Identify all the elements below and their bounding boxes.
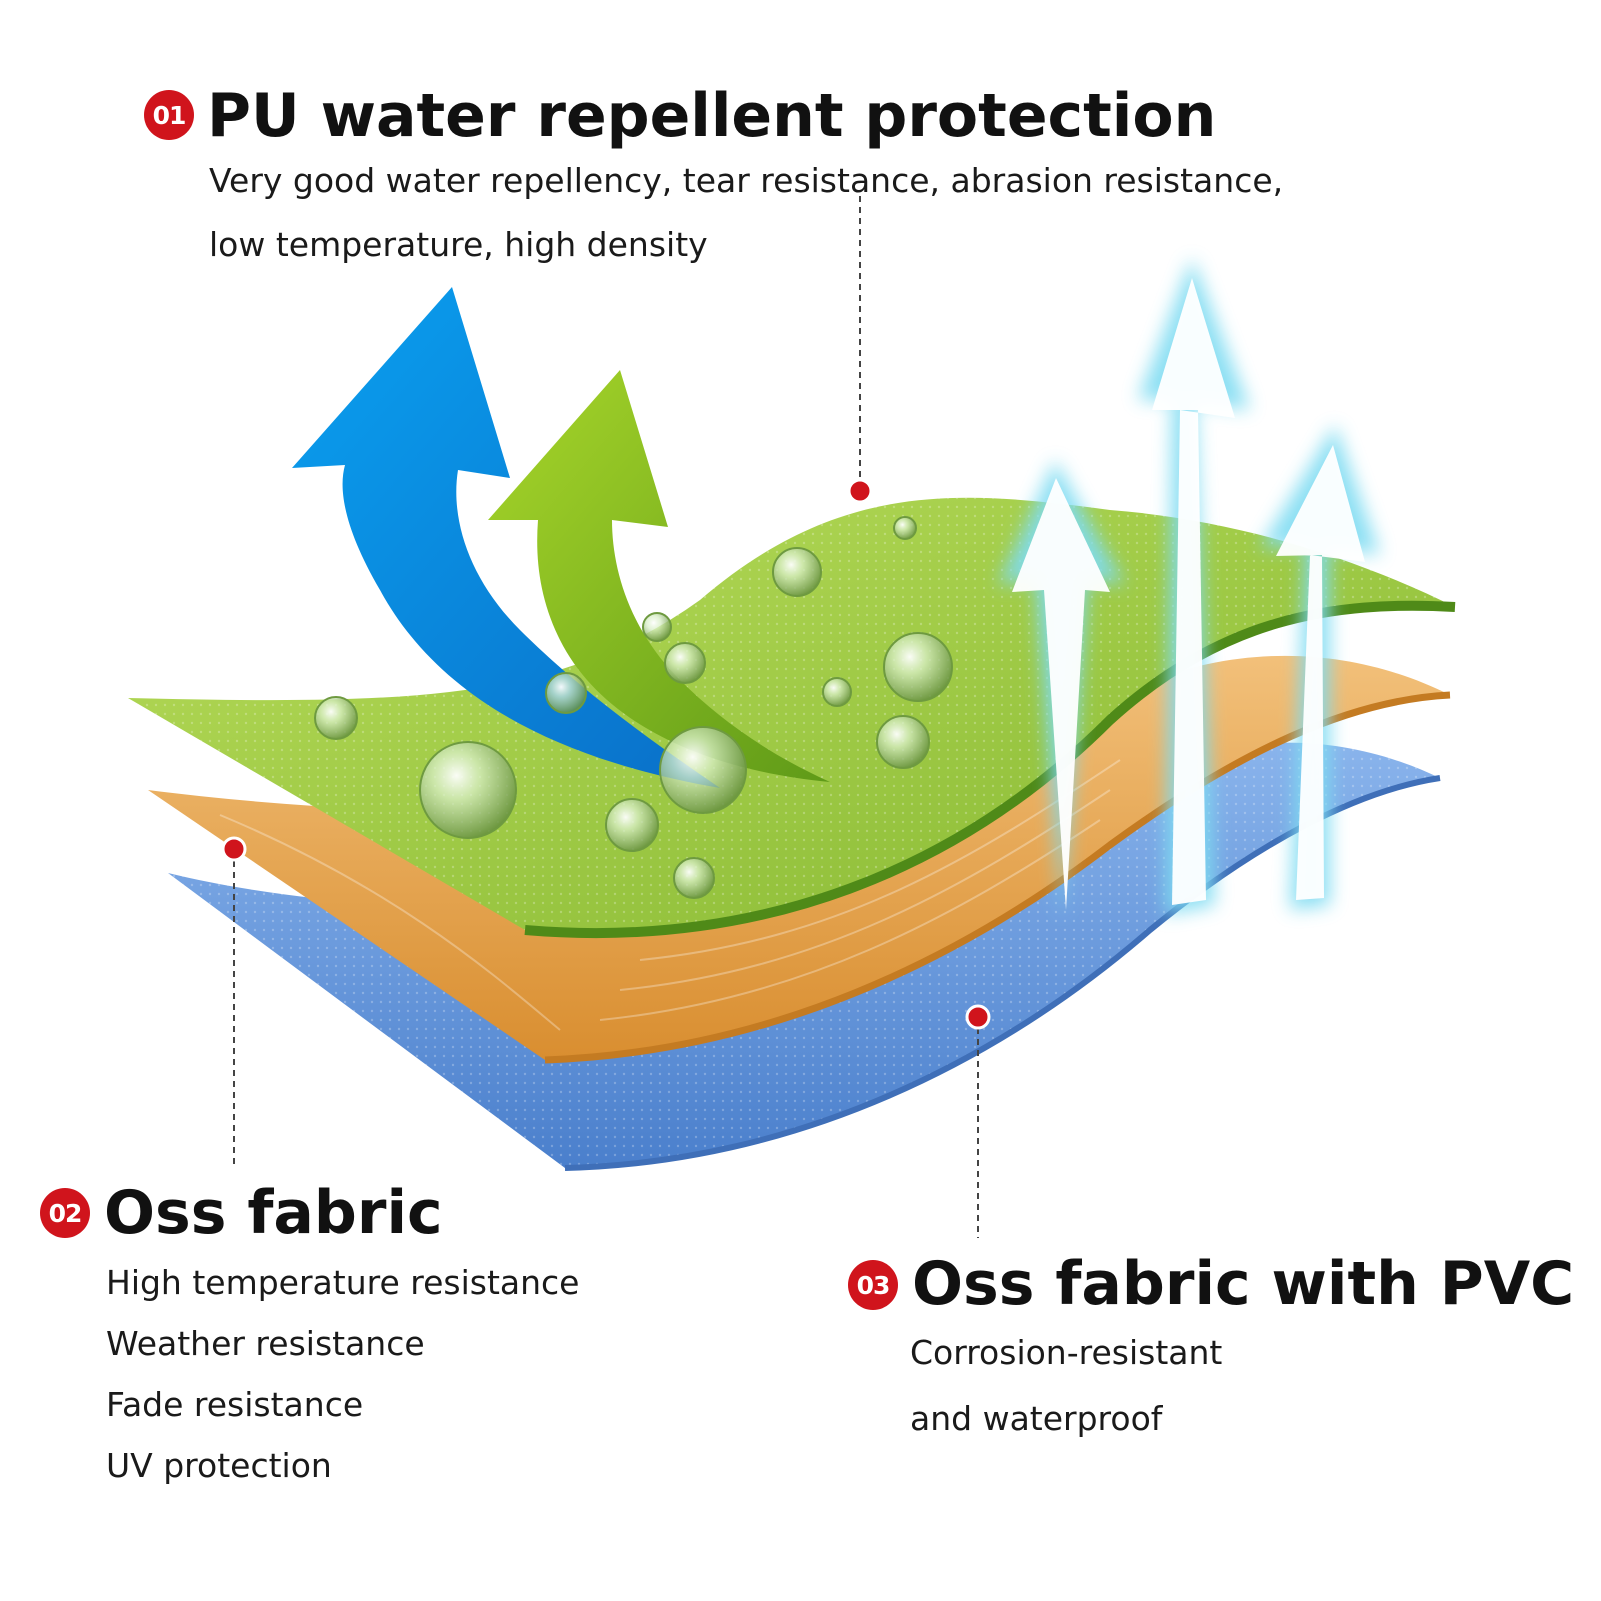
- leader-lines: [233, 196, 979, 1238]
- feature-description-line: Corrosion-resistant: [910, 1333, 1223, 1372]
- feature-description: Corrosion-resistant and waterproof: [910, 1320, 1222, 1452]
- feature-number-badge: 03: [848, 1260, 898, 1310]
- feature-description-line: Fade resistance: [106, 1385, 364, 1424]
- feature-description: Very good water repellency, tear resista…: [209, 149, 1283, 277]
- feature-number-badge: 01: [144, 90, 194, 140]
- feature-description-line: and waterproof: [910, 1399, 1163, 1438]
- feature-title: PU water repellent protection: [207, 81, 1217, 151]
- feature-title: Oss fabric with PVC: [912, 1249, 1575, 1319]
- marker-dot-03: [965, 1004, 991, 1030]
- marker-dot-02: [221, 836, 247, 862]
- feature-description-line: High temperature resistance: [106, 1263, 580, 1302]
- feature-description-line: Very good water repellency, tear resista…: [209, 161, 1284, 200]
- green-curved-arrow-icon: [488, 370, 830, 782]
- water-droplet-icon: [314, 516, 953, 899]
- breathable-arrow-icon: [998, 258, 1380, 920]
- feature-description: High temperature resistance Weather resi…: [106, 1252, 579, 1496]
- feature-title: Oss fabric: [104, 1178, 443, 1248]
- feature-number-badge: 02: [40, 1188, 90, 1238]
- feature-description-line: low temperature, high density: [209, 225, 708, 264]
- feature-description-line: Weather resistance: [106, 1324, 425, 1363]
- feature-description-line: UV protection: [106, 1446, 332, 1485]
- blue-curved-arrow-icon: [292, 287, 720, 788]
- marker-dot-01: [847, 478, 873, 504]
